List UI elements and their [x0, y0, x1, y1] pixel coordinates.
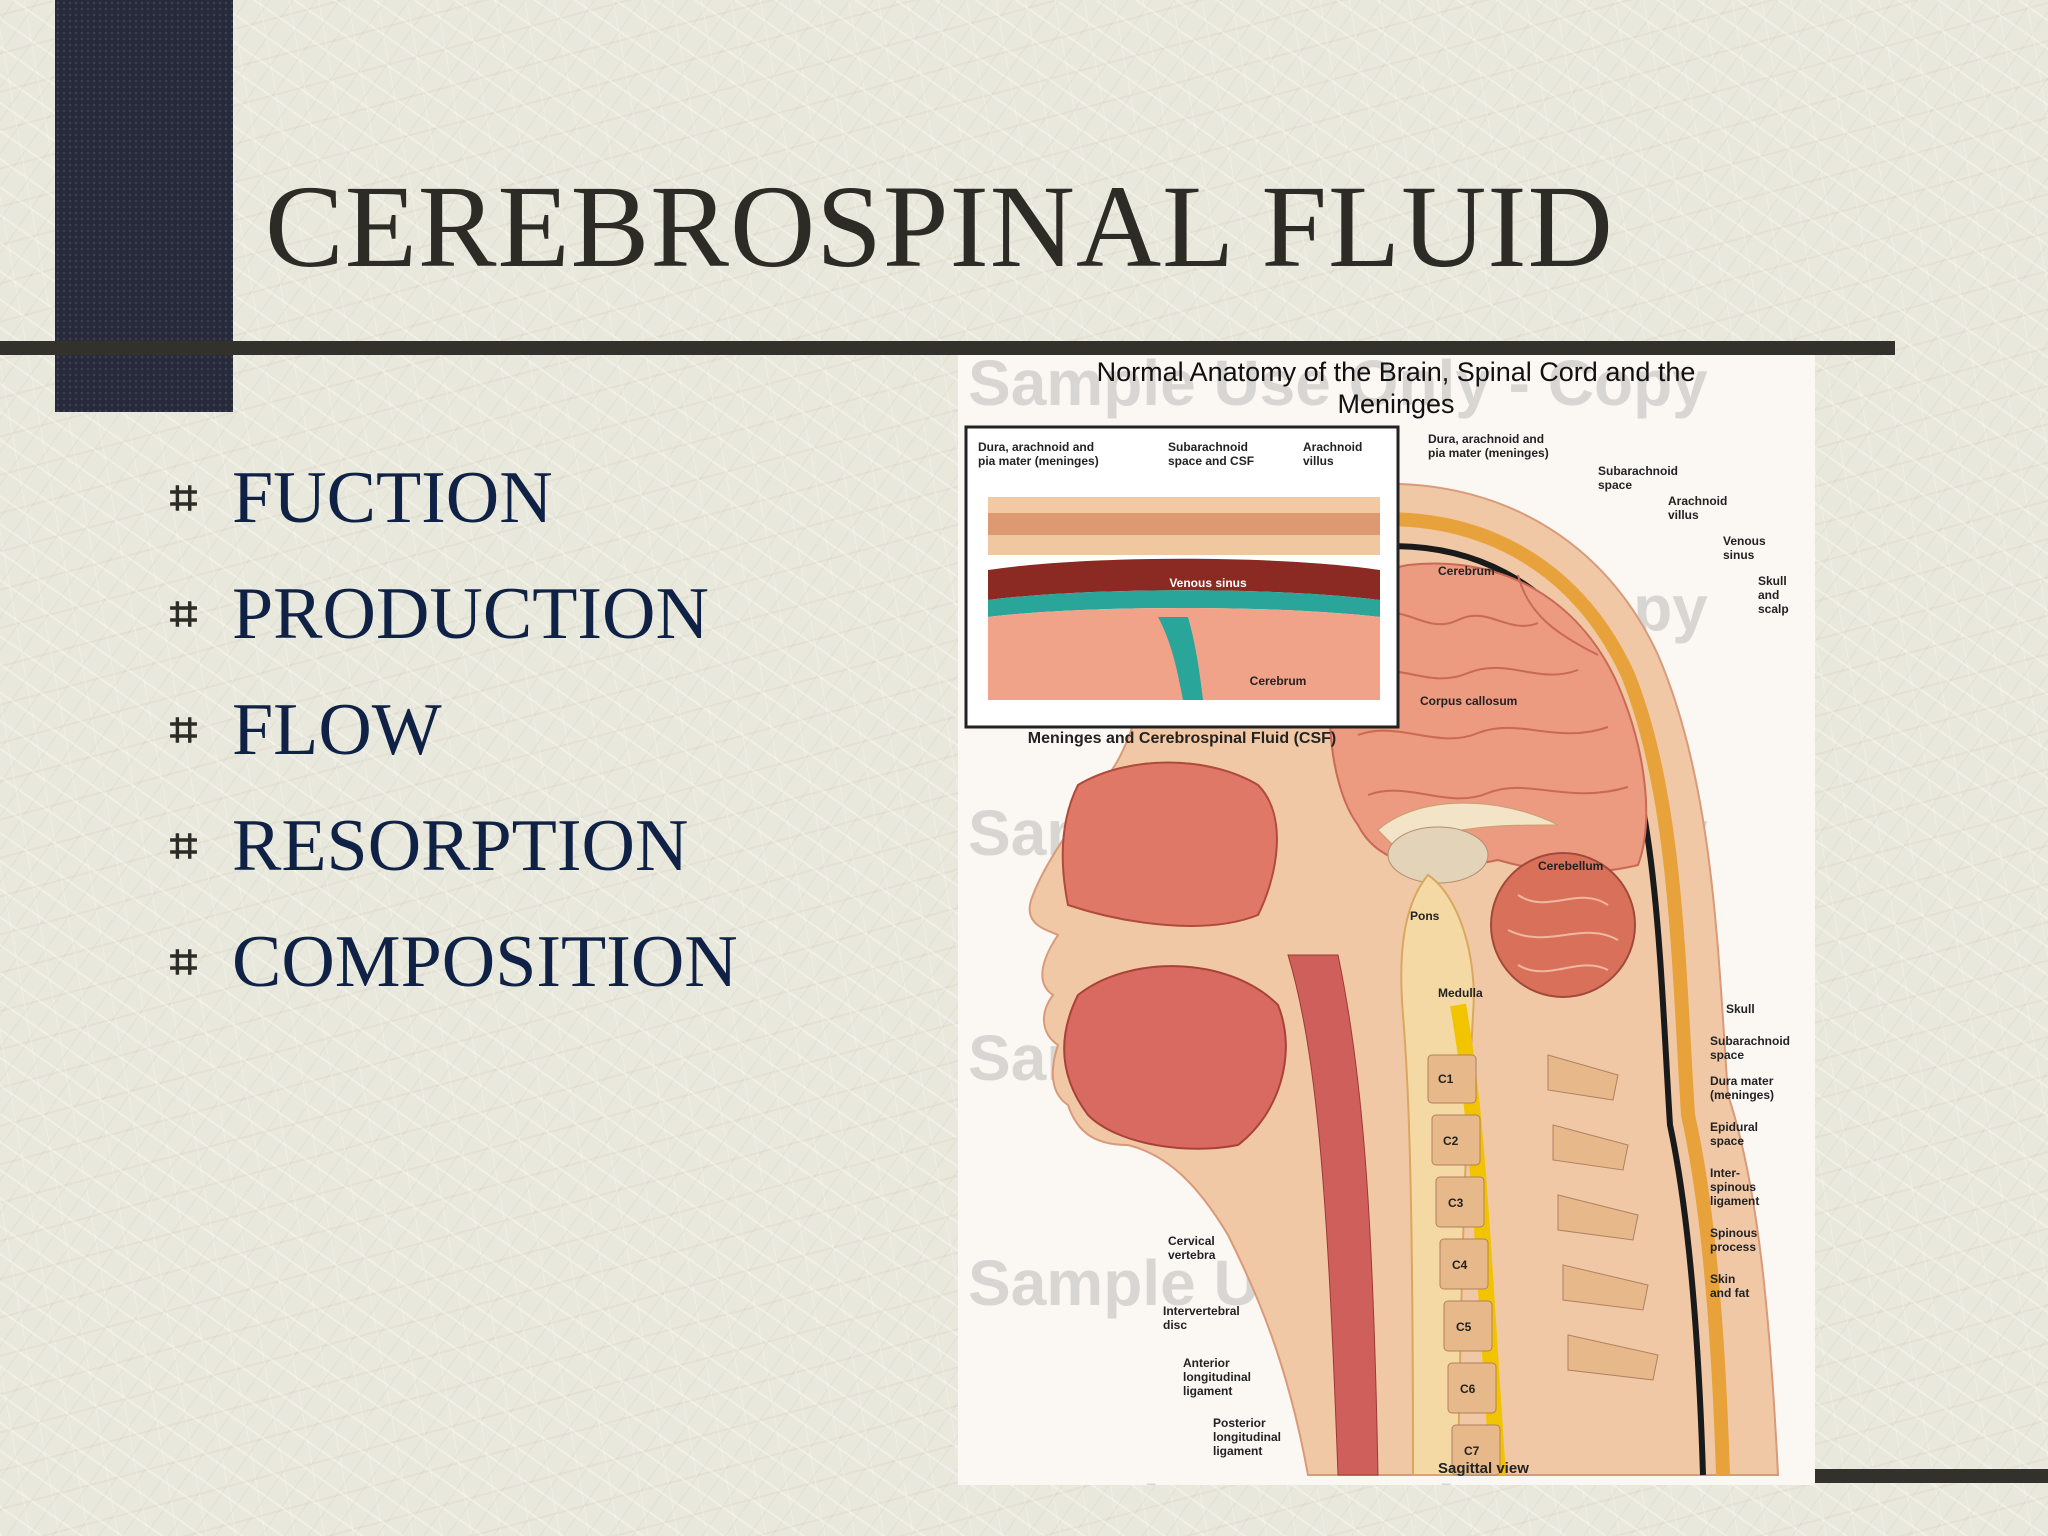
inset-label-sub-1: Subarachnoid [1168, 440, 1248, 454]
label-post-1: Posterior [1213, 1416, 1266, 1430]
label-c7: C7 [1464, 1444, 1480, 1458]
label-c6: C6 [1460, 1382, 1476, 1396]
label-inter-1: Inter- [1710, 1166, 1740, 1180]
label-c5: C5 [1456, 1320, 1472, 1334]
figure-title-line1: Normal Anatomy of the Brain, Spinal Cord… [1097, 357, 1696, 387]
spinous-processes [1547, 1054, 1659, 1381]
label-skin-1: Skin [1710, 1272, 1735, 1286]
label-dura2-1: Dura mater [1710, 1074, 1774, 1088]
anatomy-svg: Sample Use Only - Copy Sample Use Only -… [964, 355, 1790, 1485]
label-pons: Pons [1410, 909, 1440, 923]
label-cervical-2: vertebra [1168, 1248, 1216, 1262]
label-dura-2: pia mater (meninges) [1428, 446, 1549, 460]
inset-label-sub-2: space and CSF [1168, 454, 1254, 468]
label-dura-1: Dura, arachnoid and [1428, 432, 1544, 446]
label-c4: C4 [1452, 1258, 1468, 1272]
label-arachnoid-1: Arachnoid [1668, 494, 1727, 508]
figure-title-line2: Meninges [1337, 389, 1454, 419]
label-arachnoid-2: villus [1668, 508, 1699, 522]
label-ant-1: Anterior [1183, 1356, 1230, 1370]
bullet-item: ⌗ FLOW [170, 672, 738, 788]
bullet-text: PRODUCTION [232, 572, 709, 655]
inset-label-venous: Venous sinus [1169, 576, 1247, 590]
label-inter-2: spinous [1710, 1180, 1756, 1194]
label-skull: Skull [1726, 1002, 1755, 1016]
nasal-cavity-shape [1061, 761, 1278, 927]
hash-bullet-icon: ⌗ [170, 933, 198, 990]
watermark-text: Sample Use Only - Copy [968, 355, 1708, 419]
footer-divider [1815, 1469, 2048, 1483]
bullet-list: ⌗ FUCTION ⌗ PRODUCTION ⌗ FLOW ⌗ RESORPTI… [170, 440, 738, 1020]
bullet-text: RESORPTION [232, 804, 689, 887]
label-venous-2: sinus [1723, 548, 1755, 562]
inset-label-dura-2: pia mater (meninges) [978, 454, 1099, 468]
label-dura2-2: (meninges) [1710, 1088, 1774, 1102]
label-sub2-2: space [1710, 1048, 1744, 1062]
tongue-shape [1063, 965, 1287, 1150]
bullet-text: COMPOSITION [232, 920, 738, 1003]
bullet-item: ⌗ COMPOSITION [170, 904, 738, 1020]
inset-label-arachnoid-1: Arachnoid [1303, 440, 1362, 454]
label-cervical-1: Cervical [1168, 1234, 1215, 1248]
inset-label-arachnoid-2: villus [1303, 454, 1334, 468]
label-sagittal: Sagittal view [1438, 1460, 1529, 1477]
hash-bullet-icon: ⌗ [170, 469, 198, 526]
label-spinous-2: process [1710, 1240, 1756, 1254]
throat-shape [1287, 954, 1379, 1476]
inset-label-cerebrum: Cerebrum [1250, 674, 1307, 688]
label-ant-3: ligament [1183, 1384, 1232, 1398]
cerebellum-shape [1490, 852, 1636, 998]
label-ant-2: longitudinal [1183, 1370, 1251, 1384]
label-epidural-1: Epidural [1710, 1120, 1758, 1134]
label-skull-scalp-2: and [1758, 588, 1779, 602]
label-skull-scalp-1: Skull [1758, 574, 1787, 588]
inset-label-dura-1: Dura, arachnoid and [978, 440, 1094, 454]
label-post-2: longitudinal [1213, 1430, 1281, 1444]
label-c3: C3 [1448, 1196, 1464, 1210]
label-c1: C1 [1438, 1072, 1454, 1086]
label-post-3: ligament [1213, 1444, 1262, 1458]
label-venous-1: Venous [1723, 534, 1766, 548]
meninges-inset: Venous sinus Cerebrum Dura, arachnoid an… [964, 425, 1400, 747]
label-subarachnoid-1: Subarachnoid [1598, 464, 1678, 478]
bullet-text: FLOW [232, 688, 442, 771]
anatomy-illustration: Sample Use Only - Copy Sample Use Only -… [958, 355, 1815, 1485]
hash-bullet-icon: ⌗ [170, 701, 198, 758]
bullet-item: ⌗ FUCTION [170, 440, 738, 556]
title-divider [0, 341, 1895, 355]
hash-bullet-icon: ⌗ [170, 585, 198, 642]
label-medulla: Medulla [1438, 986, 1483, 1000]
label-cerebellum: Cerebellum [1538, 859, 1603, 873]
bullet-item: ⌗ RESORPTION [170, 788, 738, 904]
label-disc-1: Intervertebral [1163, 1304, 1240, 1318]
label-spinous-1: Spinous [1710, 1226, 1758, 1240]
ventricle-shape [1387, 826, 1489, 884]
bullet-text: FUCTION [232, 456, 553, 539]
label-skull-scalp-3: scalp [1758, 602, 1789, 616]
inset-caption: Meninges and Cerebrospinal Fluid (CSF) [1028, 730, 1336, 747]
label-disc-2: disc [1163, 1318, 1187, 1332]
anatomy-labels: Dura, arachnoid and pia mater (meninges)… [1163, 432, 1790, 1477]
cerebellum-folds [1507, 894, 1619, 973]
label-c2: C2 [1443, 1134, 1459, 1148]
label-subarachnoid-2: space [1598, 478, 1632, 492]
slide-title: CEREBROSPINAL FLUID [265, 161, 1614, 292]
label-inter-3: ligament [1710, 1194, 1759, 1208]
label-cerebrum: Cerebrum [1438, 564, 1495, 578]
vertebrae-column [1427, 1054, 1501, 1476]
hash-bullet-icon: ⌗ [170, 817, 198, 874]
label-corpus: Corpus callosum [1420, 694, 1517, 708]
label-epidural-2: space [1710, 1134, 1744, 1148]
label-sub2-1: Subarachnoid [1710, 1034, 1790, 1048]
bullet-item: ⌗ PRODUCTION [170, 556, 738, 672]
label-skin-2: and fat [1710, 1286, 1749, 1300]
